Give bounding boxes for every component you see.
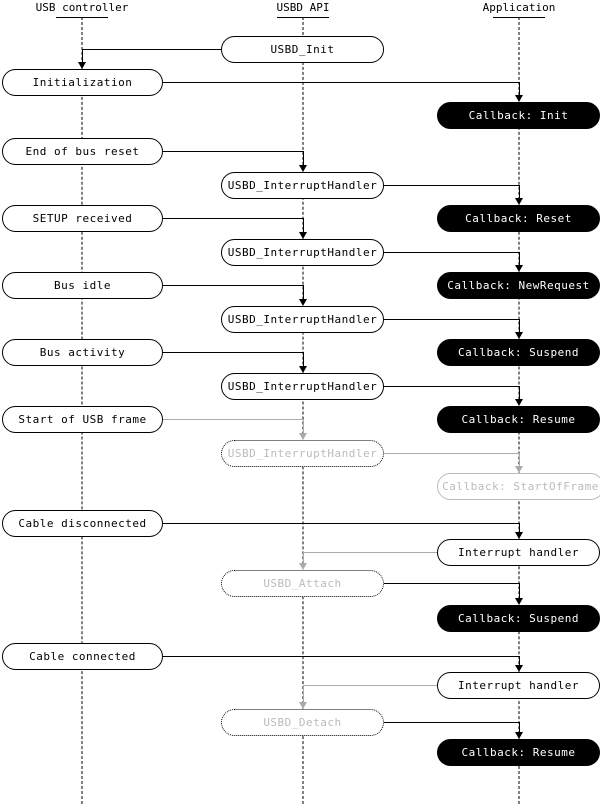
arrowhead-c-irqhnd-to-attach [299,563,307,570]
connector-horizontal-c-disconn-to-irqhnd [163,523,519,524]
arrowhead-c-irqsof-to-cbsof [515,466,523,473]
connector-horizontal-c-irq4-to-cbresume [384,386,519,387]
node-initialization[interactable]: Initialization [2,69,163,96]
lifeline-label-usb-controller: USB controller [35,1,129,14]
connector-horizontal-c-irqhnd-to-attach [303,552,437,553]
node-callback-susp-2[interactable]: Callback: Suspend [437,605,600,632]
lifeline-label-application: Application [482,1,556,14]
connector-vertical-c-busidle-to-irq3 [303,285,304,299]
node-setup-received[interactable]: SETUP received [2,205,163,232]
node-irq-handler-2[interactable]: USBD_InterruptHandler [221,239,384,266]
arrowhead-c-busreset-to-irq1 [299,165,307,172]
node-cable-disconn[interactable]: Cable disconnected [2,510,163,537]
arrowhead-c-initialization-to-cbinit [515,95,523,102]
connector-vertical-c-setup-to-irq2 [303,218,304,232]
arrowhead-c-busidle-to-irq3 [299,299,307,306]
connector-vertical-c-busreset-to-irq1 [303,151,304,165]
node-callback-suspend[interactable]: Callback: Suspend [437,339,600,366]
arrowhead-c-irq4-to-cbresume [515,399,523,406]
connector-vertical-c-conn-to-irqhnd2 [519,656,520,665]
connector-vertical-c-sof-to-irqsof [303,419,304,433]
connector-vertical-c-attach-to-cbsusp2 [519,583,520,598]
connector-vertical-c-busactivity-to-irq4 [303,352,304,366]
node-irq-handler-1[interactable]: USBD_InterruptHandler [221,172,384,199]
connector-horizontal-c-irq3-to-cbsuspend [384,319,519,320]
node-usbd-detach[interactable]: USBD_Detach [221,709,384,736]
node-callback-newreq[interactable]: Callback: NewRequest [437,272,600,299]
connector-vertical-c-irq3-to-cbsuspend [519,319,520,332]
arrowhead-c-attach-to-cbsusp2 [515,598,523,605]
node-callback-sof[interactable]: Callback: StartOfFrame [437,473,600,500]
node-irq-handler-3[interactable]: USBD_InterruptHandler [221,306,384,333]
connector-vertical-c-irqsof-to-cbsof [519,453,520,466]
connector-horizontal-c-attach-to-cbsusp2 [384,583,519,584]
node-callback-res-2[interactable]: Callback: Resume [437,739,600,766]
connector-vertical-c-disconn-to-irqhnd [519,523,520,532]
node-irq-hnd-disconn[interactable]: Interrupt handler [437,539,600,566]
node-irq-handler-sof[interactable]: USBD_InterruptHandler [221,440,384,467]
connector-vertical-c-irq1-to-cbreset [519,185,520,198]
connector-vertical-c-irqhnd2-to-detach [303,685,304,702]
arrowhead-c-disconn-to-irqhnd [515,532,523,539]
connector-horizontal-c-detach-to-cbres2 [384,722,519,723]
arrowhead-c-irq1-to-cbreset [515,198,523,205]
connector-horizontal-c-irq1-to-cbreset [384,185,519,186]
connector-vertical-c-initialization-to-cbinit [519,82,520,95]
connector-vertical-c-detach-to-cbres2 [519,722,520,732]
connector-vertical-c-init-to-initialization [82,49,83,62]
node-callback-reset[interactable]: Callback: Reset [437,205,600,232]
arrowhead-c-init-to-initialization [78,62,86,69]
arrowhead-c-conn-to-irqhnd2 [515,665,523,672]
connector-horizontal-c-busreset-to-irq1 [163,151,303,152]
connector-horizontal-c-init-to-initialization [82,49,221,50]
connector-horizontal-c-irq2-to-cbnewreq [384,252,519,253]
arrowhead-c-busactivity-to-irq4 [299,366,307,373]
lifeline-dash-usbd-api [302,17,304,804]
arrowhead-c-detach-to-cbres2 [515,732,523,739]
connector-vertical-c-irqhnd-to-attach [303,552,304,563]
connector-horizontal-c-busidle-to-irq3 [163,285,303,286]
node-usbd-attach[interactable]: USBD_Attach [221,570,384,597]
lifeline-label-usbd-api: USBD API [276,1,330,14]
node-end-of-bus-reset[interactable]: End of bus reset [2,138,163,165]
connector-horizontal-c-irqsof-to-cbsof [384,453,519,454]
connector-horizontal-c-busactivity-to-irq4 [163,352,303,353]
connector-vertical-c-irq4-to-cbresume [519,386,520,399]
node-start-of-frame[interactable]: Start of USB frame [2,406,163,433]
node-bus-activity[interactable]: Bus activity [2,339,163,366]
arrowhead-c-irq3-to-cbsuspend [515,332,523,339]
node-bus-idle[interactable]: Bus idle [2,272,163,299]
arrowhead-c-sof-to-irqsof [299,433,307,440]
node-usbd-init[interactable]: USBD_Init [221,36,384,63]
node-cable-conn[interactable]: Cable connected [2,643,163,670]
connector-horizontal-c-initialization-to-cbinit [163,82,519,83]
arrowhead-c-setup-to-irq2 [299,232,307,239]
connector-horizontal-c-irqhnd2-to-detach [303,685,437,686]
arrowhead-c-irqhnd2-to-detach [299,702,307,709]
node-irq-handler-4[interactable]: USBD_InterruptHandler [221,373,384,400]
node-callback-resume[interactable]: Callback: Resume [437,406,600,433]
arrowhead-c-irq2-to-cbnewreq [515,265,523,272]
node-callback-init[interactable]: Callback: Init [437,102,600,129]
connector-horizontal-c-conn-to-irqhnd2 [163,656,519,657]
connector-horizontal-c-setup-to-irq2 [163,218,303,219]
connector-vertical-c-irq2-to-cbnewreq [519,252,520,265]
connector-horizontal-c-sof-to-irqsof [163,419,303,420]
node-irq-hnd-conn[interactable]: Interrupt handler [437,672,600,699]
